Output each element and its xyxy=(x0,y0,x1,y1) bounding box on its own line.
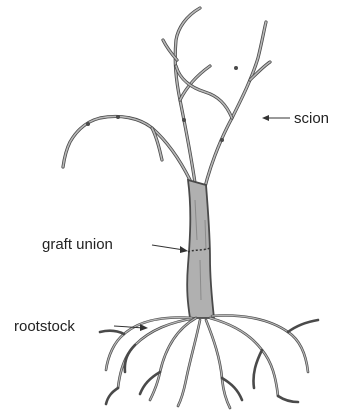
label-scion: scion xyxy=(262,110,329,127)
scion-label: scion xyxy=(294,110,329,127)
rootstock-label: rootstock xyxy=(14,318,75,335)
trunk xyxy=(187,180,214,318)
label-graft-union: graft union xyxy=(42,236,188,253)
roots xyxy=(100,316,318,408)
scion-branches xyxy=(63,8,270,200)
graft-union-label: graft union xyxy=(42,236,113,253)
